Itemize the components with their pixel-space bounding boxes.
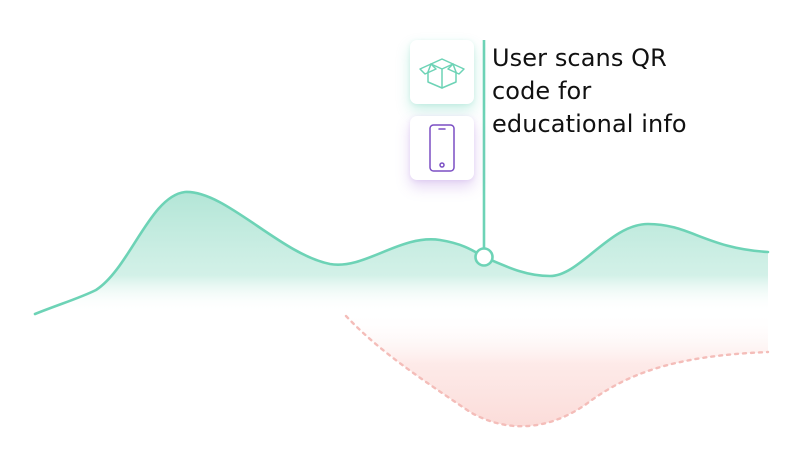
callout-line-1: User scans QR (492, 44, 667, 72)
package-box-icon (419, 58, 465, 89)
smartphone-icon (429, 124, 455, 172)
callout-line-3: educational info (492, 110, 687, 138)
callout-line-2: code for (492, 77, 592, 105)
negative-area (346, 312, 768, 427)
positive-area (35, 191, 768, 314)
callout-text: User scans QR code for educational info (492, 42, 752, 141)
journey-marker[interactable] (474, 247, 494, 267)
phone-icon-card (410, 116, 474, 180)
box-icon-card (410, 40, 474, 104)
positive-curve (33, 190, 770, 316)
negative-curve (344, 314, 770, 428)
